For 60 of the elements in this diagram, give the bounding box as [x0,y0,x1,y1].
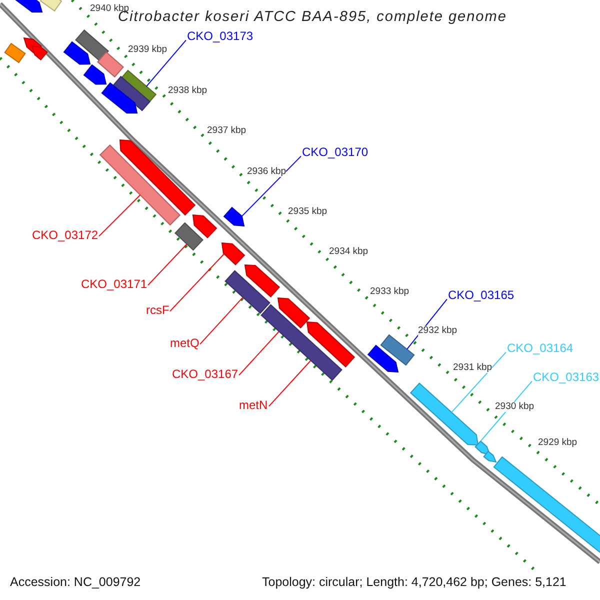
gene-feature [221,242,246,266]
tick-label: 2934 kbp [329,247,368,256]
tick-label: 2939 kbp [128,45,168,54]
gene-label: CKO_03165 [448,289,514,301]
gene-feature [493,456,600,553]
genome-stats-text: Topology: circular; Length: 4,720,462 bp; Genes: 5,121 [262,576,566,588]
accession-text: Accession: NC_009792 [10,576,141,588]
gene-feature-block [97,51,124,78]
tick-label: 2940 kbp [90,4,130,14]
gene-label: CKO_03167 [172,368,238,380]
gene-feature [306,321,356,368]
tick-label: 2936 kbp [247,167,286,176]
gene-feature [192,214,218,238]
gene-feature [31,45,48,60]
leader-line [238,330,280,376]
gene-label: CKO_03171 [81,278,148,290]
leader-line [170,253,225,312]
gene-feature [410,382,479,446]
tick-label: 2933 kbp [370,287,410,296]
tick-label: 2930 kbp [495,402,534,412]
gene-feature-block [260,304,342,381]
gene-feature [14,0,43,12]
leader-line [98,194,141,237]
gene-feature [63,41,91,65]
gene-feature [119,139,196,216]
gene-feature-block [99,144,181,226]
gene-feature-block [224,270,270,314]
tick-label: 2932 kbp [418,326,458,336]
leader-line [200,296,244,345]
gene-feature-block [75,29,109,62]
gene-label: rcsF [146,304,170,316]
gene-feature [244,264,280,298]
leader-line [146,40,186,87]
leader-line [268,360,312,407]
gene-feature [101,82,138,114]
gene-feature-block [112,76,151,112]
gene-label: metN [239,399,268,411]
gene-feature-block [4,42,26,64]
gene-feature-block [380,334,415,366]
gene-feature [277,297,310,328]
gene-label: CKO_03164 [507,342,574,354]
leader-line [451,352,506,413]
gene-feature-block [40,0,62,12]
gene-feature [367,344,399,373]
gene-label: CKO_03170 [302,146,368,158]
tick-label: 2935 kbp [288,207,328,216]
gene-feature [83,64,107,85]
tick-label: 2937 kbp [207,126,246,136]
gene-label: CKO_03163 [533,371,600,383]
gene-feature-block [174,222,204,251]
leader-line [148,244,188,286]
gene-label: metQ [170,337,200,349]
gene-feature [223,206,245,227]
gene-feature [483,450,497,463]
tick-label: 2938 kbp [168,86,208,96]
tick-label: 2931 kbp [453,363,492,372]
leader-line [241,156,302,217]
gene-label: CKO_03173 [187,30,254,42]
gene-label: CKO_03172 [32,229,98,241]
tick-label: 2929 kbp [538,438,578,448]
